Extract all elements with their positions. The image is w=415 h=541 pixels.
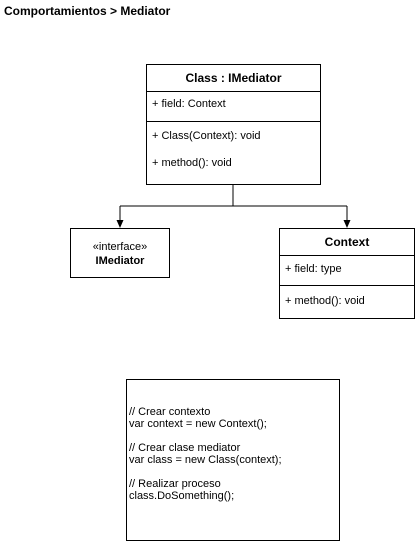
note-line (129, 466, 339, 478)
context-class-fields: + field: type (280, 255, 414, 285)
interface-imediator-box[interactable]: «interface» IMediator (70, 228, 170, 278)
context-class-title: Context (324, 235, 370, 249)
note-line: class.DoSomething(); (129, 490, 235, 502)
note-line: var context = new Context(); (129, 418, 267, 430)
arrowhead-interface (116, 220, 124, 228)
note-line (129, 430, 339, 442)
class-mediator-methods: + Class(Context): void + method(): void (147, 121, 320, 169)
arrowhead-context (343, 220, 351, 228)
note-line: var class = new Class(context); (129, 454, 282, 466)
class-mediator-fields: + field: Context (147, 91, 320, 121)
class-mediator-title: Class : IMediator (185, 71, 282, 85)
code-note-box[interactable]: // Crear contexto var context = new Cont… (126, 379, 340, 541)
field-row: + field: Context (152, 98, 226, 110)
note-line: // Crear clase mediator (129, 442, 241, 454)
field-row: + field: type (285, 263, 342, 275)
method-row: + method(): void (152, 157, 232, 169)
note-line: // Realizar proceso (129, 478, 221, 490)
class-mediator-box[interactable]: Class : IMediator + field: Context + Cla… (146, 64, 321, 185)
context-class-box[interactable]: Context + field: type + method(): void (279, 228, 415, 319)
interface-stereotype: «interface» (92, 241, 148, 253)
note-line: // Crear contexto (129, 406, 211, 418)
method-row: + Class(Context): void (152, 130, 261, 142)
interface-name: IMediator (95, 255, 145, 267)
method-row: + method(): void (285, 295, 365, 307)
context-class-methods: + method(): void (280, 285, 414, 307)
page-title: Comportamientos > Mediator (4, 4, 171, 18)
